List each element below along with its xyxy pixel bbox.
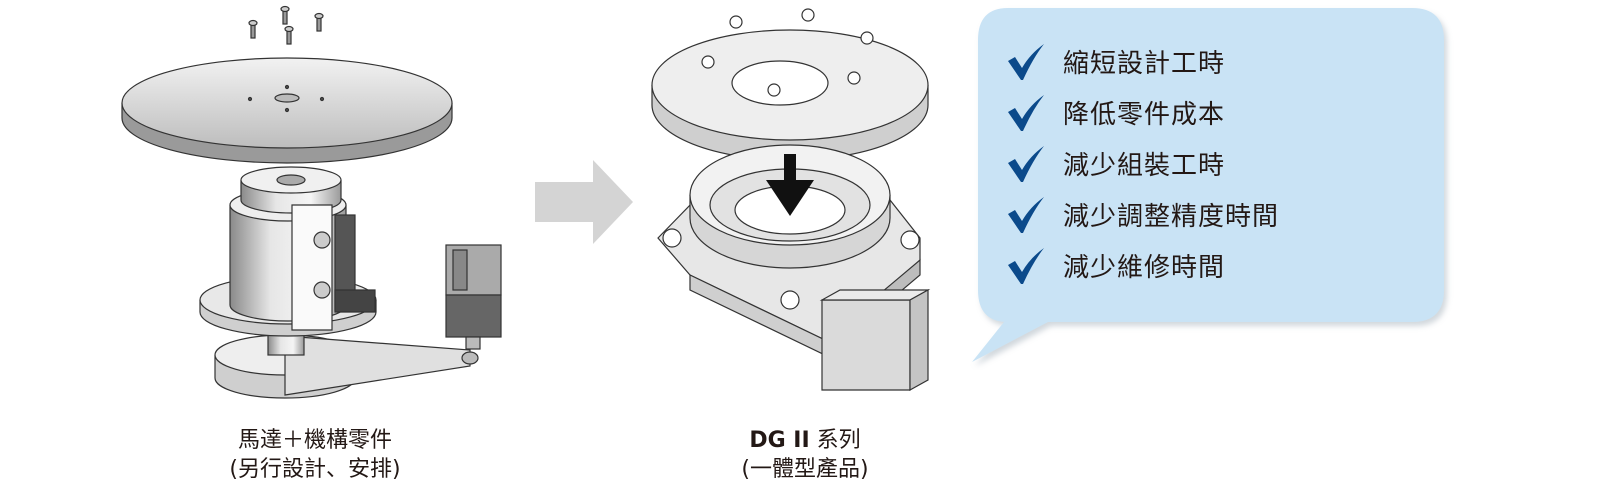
left-caption: 馬達＋機構零件 (另行設計、安排) [150, 426, 480, 484]
benefit-text: 縮短設計工時 [1063, 49, 1226, 79]
check-icon [1008, 43, 1044, 80]
benefit-text: 降低零件成本 [1063, 100, 1226, 130]
left-caption-line2: (另行設計、安排) [229, 457, 401, 482]
dg2-product-illustration [651, 8, 931, 392]
benefit-item: 降低零件成本 [1005, 87, 1279, 138]
benefit-text: 減少維修時間 [1063, 253, 1226, 283]
arrow-down-icon [766, 154, 814, 216]
benefit-item: 縮短設計工時 [1005, 36, 1279, 87]
check-icon [1008, 145, 1044, 182]
motor-mechanism-illustration [121, 5, 502, 399]
benefit-text: 減少組裝工時 [1063, 151, 1226, 181]
benefit-item: 減少調整精度時間 [1005, 189, 1279, 240]
series-name: DG II [749, 428, 810, 453]
benefit-item: 減少組裝工時 [1005, 138, 1279, 189]
benefit-list: 縮短設計工時 降低零件成本 減少組裝工時 減少調整精度時間 減少維修時間 [1005, 36, 1279, 291]
right-caption-line2: (一體型產品) [741, 457, 869, 482]
check-icon [1008, 94, 1044, 131]
benefit-text: 減少調整精度時間 [1063, 202, 1280, 232]
screw-icon [248, 5, 324, 45]
left-caption-line1: 馬達＋機構零件 [237, 428, 392, 453]
right-caption: DG II 系列 (一體型產品) [690, 426, 920, 484]
arrow-right-icon [535, 160, 633, 244]
check-icon [1008, 196, 1044, 233]
check-icon [1008, 247, 1044, 284]
benefits-speech-bubble [972, 8, 1444, 362]
series-suffix: 系列 [816, 428, 861, 453]
right-caption-line1: DG II 系列 [690, 426, 920, 455]
benefit-item: 減少維修時間 [1005, 240, 1279, 291]
